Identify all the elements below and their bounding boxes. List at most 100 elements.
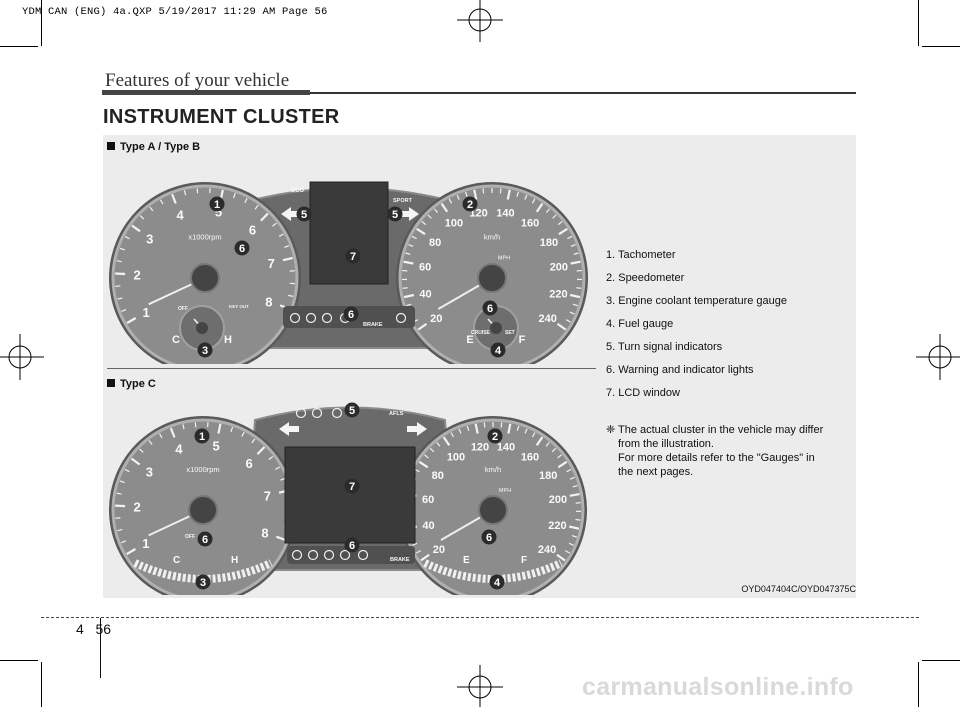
gauge-tick [278,233,284,237]
gauge-number: 2 [133,500,140,515]
callout-label: 2 [467,199,473,211]
gauge-tick [465,191,468,197]
gauge-tick [121,308,127,312]
gauge-tick [565,319,571,323]
gauge-tick [556,322,567,331]
image-code: OYD047404C/OYD047375C [741,584,856,594]
callout-label: 6 [202,534,208,546]
gauge-tick [429,447,435,453]
gauge-tick [119,247,125,251]
gauge-tick [405,252,411,255]
callout-3 [195,574,211,590]
callout-4 [489,574,505,590]
gauge-tick [557,460,568,469]
registration-mark-bottom [457,665,503,707]
gauge-number: 1 [142,536,149,551]
legend-item: 3. Engine coolant temperature gauge [606,295,788,307]
gauge-tick [415,550,421,554]
legend-item: 6. Warning and indicator lights [606,364,754,376]
legend-list: 1. Tachometer 2. Speedometer 3. Engine c… [606,248,856,409]
gauge-tick [450,432,455,438]
gauge-tick [117,297,123,300]
gauge-tick [275,466,281,470]
type-divider [107,368,596,369]
gauge-tick [458,428,462,434]
callout-label: 5 [349,405,355,417]
gauge-number: 40 [419,288,431,300]
gauge-letter: F [521,555,527,566]
gauge-tick [421,221,427,226]
warning-lamp-icon [307,549,319,561]
gauge-tick [124,468,130,473]
gauge-number: 8 [265,294,272,309]
legend-item: 1. Tachometer [606,249,676,261]
brake-indicator: BRAKE [390,557,410,563]
gauge-tick [569,311,575,315]
gauge-hub [478,495,508,525]
callout-label: 3 [202,345,208,357]
gauge-letter: C [172,334,180,346]
gauge-tick [268,455,274,460]
warning-lamp-icon [323,549,335,561]
gauge-tick [121,540,127,544]
gauge-tick [182,424,185,430]
gauge-letter: E [466,334,473,346]
indicator-lamp-icon [295,407,307,419]
gauge-tick [183,190,187,196]
gauge-hub [477,263,507,293]
gauge-tick [572,303,578,307]
warning-lamp-icon [357,549,369,561]
gauge-number: 200 [550,262,568,274]
registration-mark-top [457,0,503,42]
gauge-unit: km/h [484,232,500,241]
gauge-tick [569,476,575,480]
gauge-number: 240 [539,313,557,325]
gauge-tick [280,477,286,481]
gauge-tick [158,433,163,439]
gauge-tick [418,460,429,469]
gauge-number: 2 [133,268,140,283]
gauge-tick [119,480,125,484]
callout-6 [343,306,359,322]
eco-indicator: ECO [291,188,304,194]
gauge-tick [545,441,550,447]
callout-5 [387,206,403,222]
legend-item: 5. Turn signal indicators [606,341,723,353]
gauge-number: 4 [175,442,183,457]
gauge-tick [545,208,551,214]
gauge-tick [531,432,536,438]
set-indicator: SET [505,330,515,336]
gauge-tick [568,525,580,530]
gauge-tick [424,454,429,459]
callout-1 [194,428,210,444]
gauge-number: 220 [549,288,567,300]
callout-label: 1 [199,431,205,443]
gauge-hub [190,263,220,293]
gauge-tick [427,214,432,219]
gauge-hub [188,495,218,525]
type-c-label: Type C [107,378,156,390]
callout-label: 4 [495,345,502,357]
page-rule [41,617,919,618]
gauge-tick [414,468,420,473]
gauge-letter: E [463,555,470,566]
callout-6 [481,529,497,545]
main-heading: INSTRUMENT CLUSTER [103,106,340,128]
gauge-number: 7 [264,488,271,503]
gauge-number: 4 [177,208,185,223]
gauge-tick [417,322,428,331]
legend-item: 7. LCD window [606,387,680,399]
callout-label: 5 [392,209,398,221]
gauge-tick [416,227,426,236]
brake-indicator: BRAKE [363,322,383,328]
callout-7 [345,248,361,264]
gauge-tick [557,454,562,459]
cruise-indicator: CRUISE [471,330,491,336]
callout-label: 6 [348,309,354,321]
gauge-tick [507,423,512,434]
sport-indicator: SPORT [393,198,413,204]
callout-label: 4 [494,577,501,589]
gauge-tick [516,191,519,197]
callout-label: 6 [239,243,245,255]
gauge-tick [571,535,577,538]
